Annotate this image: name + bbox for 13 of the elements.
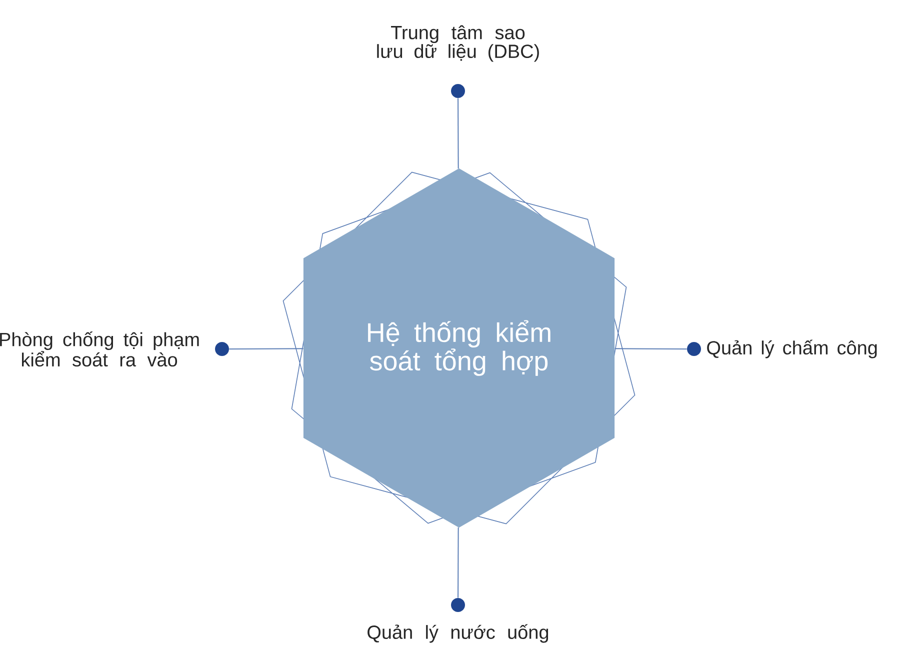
connector-line — [458, 526, 459, 598]
dot — [451, 84, 465, 98]
dot — [215, 342, 229, 356]
dot — [451, 598, 465, 612]
connector-line — [614, 348, 688, 350]
hexagon: Hệ thống kiểm soát tổng hợp — [303, 168, 615, 528]
node-label: Phòng chống tội phạm kiểm soát ra vào — [0, 331, 199, 367]
node-label: Trung tâm sao lưu dữ liệu (DBC) — [377, 25, 539, 62]
node-label: Quản lý chấm công — [707, 340, 877, 358]
dot — [687, 342, 701, 356]
connector-line — [458, 98, 459, 170]
connector-line — [228, 348, 304, 350]
node-label: Quản lý nước uống — [368, 624, 548, 643]
